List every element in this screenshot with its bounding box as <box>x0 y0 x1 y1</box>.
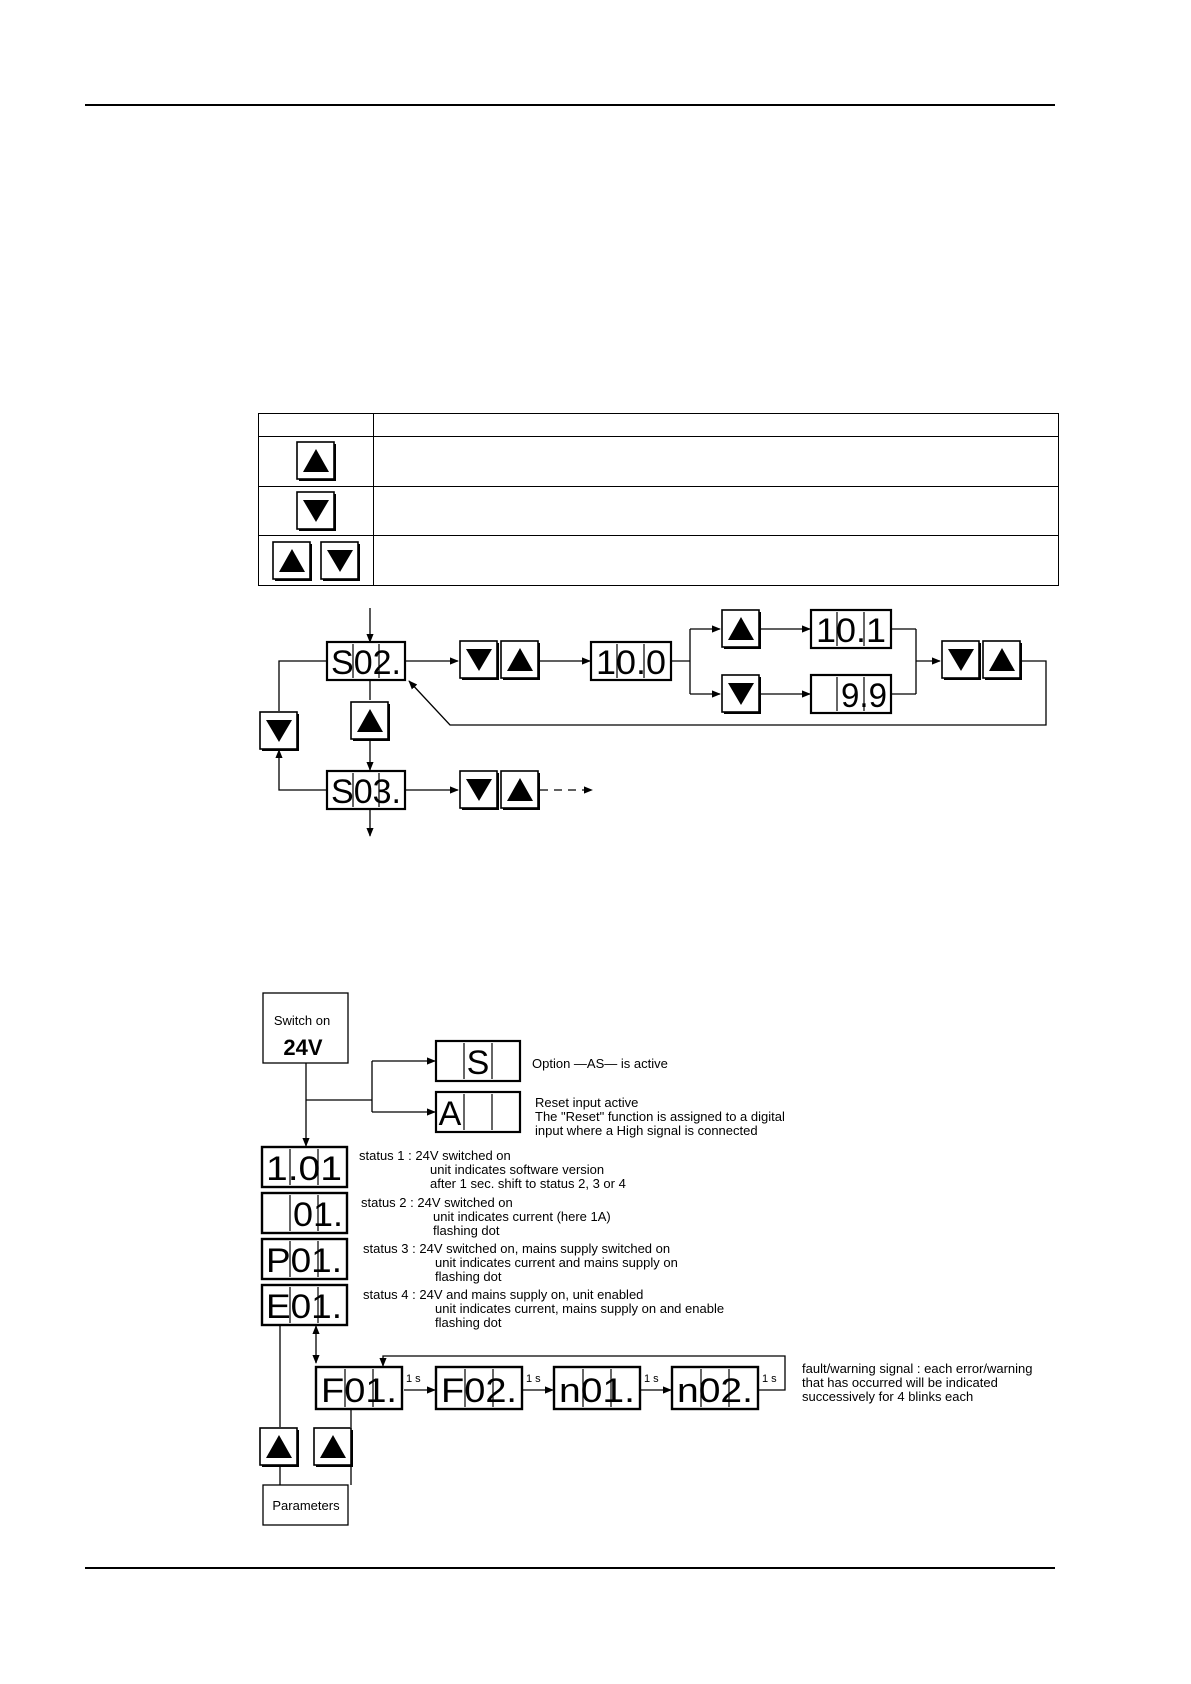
up-arrow-key-icon <box>500 640 540 680</box>
fault-line-2: that has occurred will be indicated <box>802 1375 998 1390</box>
interval-label: 1 s <box>762 1373 777 1385</box>
down-arrow-key-icon <box>459 640 499 680</box>
display-s02 <box>325 640 407 682</box>
down-arrow-key-icon <box>320 541 360 581</box>
status4-line-3: flashing dot <box>435 1315 502 1330</box>
status4-line-2: unit indicates current, mains supply on … <box>435 1301 724 1316</box>
display-f02 <box>434 1365 524 1411</box>
display-f01-text: F01. <box>321 1372 397 1410</box>
display-n01 <box>552 1365 642 1411</box>
table-row <box>259 487 373 535</box>
display-status2 <box>260 1191 349 1235</box>
display-status3 <box>260 1237 349 1281</box>
display-f01 <box>314 1365 404 1411</box>
down-arrow-key-icon <box>296 491 336 531</box>
fault-line-3: successively for 4 blinks each <box>802 1389 973 1404</box>
status2-line-2: unit indicates current (here 1A) <box>433 1209 611 1224</box>
table-row-divider <box>259 535 1058 536</box>
display-reset-a-text: A <box>439 1095 462 1133</box>
status2-line-3: flashing dot <box>433 1223 500 1238</box>
display-option-s-text: S <box>467 1044 490 1082</box>
display-10-0 <box>589 640 673 682</box>
reset-line-2: The "Reset" function is assigned to a di… <box>535 1109 785 1124</box>
switch-on-box <box>262 992 349 1064</box>
display-n02 <box>670 1365 760 1411</box>
up-arrow-key-icon <box>296 441 336 481</box>
display-10-0-text: 10.0 <box>596 644 666 682</box>
footer-rule <box>85 1567 1055 1569</box>
up-arrow-key-icon <box>350 701 390 741</box>
up-arrow-key-icon <box>500 770 540 810</box>
interval-label: 1 s <box>526 1373 541 1385</box>
status3-line-2: unit indicates current and mains supply … <box>435 1255 678 1270</box>
display-f02-text: F02. <box>441 1372 517 1410</box>
switch-on-label: Switch on <box>274 1013 330 1028</box>
display-status4 <box>260 1283 349 1327</box>
key-function-table <box>258 413 1059 586</box>
table-row <box>259 437 373 486</box>
down-arrow-key-icon <box>259 711 299 751</box>
table-col-divider <box>373 414 374 585</box>
status1-line-1: status 1 : 24V switched on <box>359 1148 511 1163</box>
down-arrow-key-icon <box>941 640 981 680</box>
table-header-key <box>259 414 373 436</box>
display-10-1 <box>809 608 893 650</box>
display-9-9 <box>809 673 893 715</box>
up-arrow-key-icon <box>721 609 761 649</box>
display-s03-text: S03. <box>331 773 401 811</box>
interval-label: 1 s <box>644 1373 659 1385</box>
display-9-9-text: 9.9 <box>841 677 887 715</box>
down-arrow-key-icon <box>721 674 761 714</box>
parameters-box <box>262 1484 349 1526</box>
parameters-label: Parameters <box>272 1498 340 1513</box>
display-status3-text: P01. <box>266 1242 342 1280</box>
display-reset-a <box>434 1090 522 1134</box>
table-row-divider <box>259 486 1058 487</box>
status4-line-1: status 4 : 24V and mains supply on, unit… <box>363 1287 643 1302</box>
up-arrow-key-icon <box>982 640 1022 680</box>
status2-line-1: status 2 : 24V switched on <box>361 1195 513 1210</box>
status1-line-3: after 1 sec. shift to status 2, 3 or 4 <box>430 1176 626 1191</box>
up-arrow-key-icon <box>272 541 312 581</box>
switch-on-voltage: 24V <box>283 1035 322 1060</box>
table-row <box>259 536 373 585</box>
table-row-divider <box>259 436 1058 437</box>
display-status1-text: 1.01 <box>266 1150 342 1188</box>
up-arrow-key-icon <box>313 1427 353 1467</box>
display-n02-text: n02. <box>677 1372 753 1410</box>
display-option-s <box>434 1039 522 1083</box>
status1-line-2: unit indicates software version <box>430 1162 604 1177</box>
option-text: Option —AS— is active <box>532 1056 668 1071</box>
display-s02-text: S02. <box>331 644 401 682</box>
interval-label: 1 s <box>406 1373 421 1385</box>
reset-line-1: Reset input active <box>535 1095 638 1110</box>
up-arrow-key-icon <box>259 1427 299 1467</box>
display-s03 <box>325 769 407 811</box>
display-n01-text: n01. <box>559 1372 635 1410</box>
header-rule <box>85 104 1055 106</box>
display-status4-text: E01. <box>266 1288 342 1326</box>
fault-line-1: fault/warning signal : each error/warnin… <box>802 1361 1033 1376</box>
display-status2-text: 01. <box>293 1196 343 1234</box>
display-10-1-text: 10.1 <box>816 612 886 650</box>
reset-line-3: input where a High signal is connected <box>535 1123 758 1138</box>
display-status1 <box>260 1145 349 1189</box>
status3-line-3: flashing dot <box>435 1269 502 1284</box>
down-arrow-key-icon <box>459 770 499 810</box>
status3-line-1: status 3 : 24V switched on, mains supply… <box>363 1241 670 1256</box>
table-header-function <box>374 414 1058 436</box>
